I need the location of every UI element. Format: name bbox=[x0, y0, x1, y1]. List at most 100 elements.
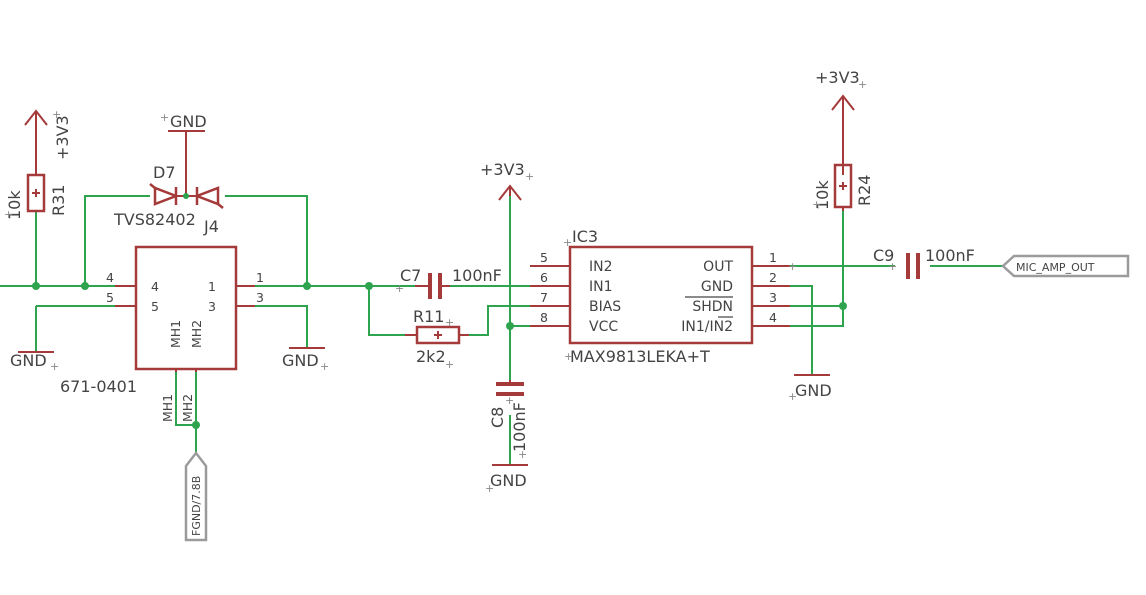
jack-ref: 671-0401 bbox=[60, 377, 137, 396]
ic-pin-num: 7 bbox=[540, 290, 548, 305]
jack-inner-label: 5 bbox=[151, 299, 159, 314]
r11-ref: R11 bbox=[413, 307, 444, 326]
capacitor-c7: C7 100nF + bbox=[395, 266, 502, 299]
r31-value: 10k bbox=[5, 190, 24, 220]
jack-mh-inner: MH2 bbox=[189, 320, 204, 348]
power-3v3-right: +3V3 + bbox=[815, 68, 867, 165]
origin-mark: + bbox=[788, 260, 797, 273]
jack-pin-num: 3 bbox=[256, 290, 264, 305]
gnd-left: GND + bbox=[10, 351, 59, 373]
gnd-label: GND bbox=[170, 112, 207, 131]
resistor-r11: R11 2k2 + + bbox=[405, 307, 469, 371]
ic-pin-name: SHDN bbox=[692, 299, 733, 315]
ic-pin-num: 6 bbox=[540, 270, 548, 285]
junction-dot bbox=[506, 322, 514, 330]
c8-value: 100nF bbox=[510, 402, 529, 452]
d7-value: TVS82402 bbox=[113, 210, 196, 229]
junction-dot bbox=[192, 421, 200, 429]
ic-pin-num: 2 bbox=[769, 270, 777, 285]
origin-mark: + bbox=[395, 282, 404, 295]
origin-mark: + bbox=[525, 170, 534, 183]
gnd-label: GND bbox=[490, 471, 527, 490]
junction-dot bbox=[365, 282, 373, 290]
ic-pin-num: 1 bbox=[769, 250, 777, 265]
power-label: +3V3 bbox=[53, 115, 72, 160]
c9-value: 100nF bbox=[925, 246, 975, 265]
wire-r11-bias bbox=[469, 305, 550, 336]
ic-pin-name: IN2 bbox=[589, 259, 613, 275]
power-3v3-left: +3V3 + bbox=[24, 108, 72, 165]
diode-d7: D7 TVS82402 J4 bbox=[113, 163, 224, 236]
gnd-right: GND + bbox=[788, 374, 832, 403]
wire-gnd-pin2 bbox=[790, 285, 813, 375]
wire-d7-right bbox=[225, 195, 308, 286]
mic-amp-out-flag: MIC_AMP_OUT bbox=[1001, 254, 1130, 278]
junction-dot bbox=[303, 282, 311, 290]
jack-671-0401: 4 5 1 3 4 5 1 3 MH1 MH2 MH1 MH2 671-0401 bbox=[60, 245, 264, 422]
power-label: +3V3 bbox=[480, 160, 525, 179]
jack-inner-label: 3 bbox=[208, 299, 216, 314]
ic-pin-name: IN1/IN2 bbox=[681, 319, 733, 335]
c7-ref: C7 bbox=[400, 266, 421, 285]
origin-mark: + bbox=[812, 198, 821, 211]
d7-ref: D7 bbox=[153, 163, 176, 182]
origin-mark: + bbox=[445, 358, 454, 371]
wire-mh1 bbox=[175, 369, 196, 426]
jack-inner-label: 4 bbox=[151, 279, 159, 294]
c7-value: 100nF bbox=[452, 266, 502, 285]
r31-ref: R31 bbox=[49, 185, 68, 216]
origin-mark: + bbox=[564, 350, 573, 363]
jack-pin-num: 1 bbox=[256, 270, 264, 285]
origin-mark: + bbox=[50, 360, 59, 373]
ic3-value: MAX9813LEKA+T bbox=[570, 347, 710, 366]
c9-ref: C9 bbox=[873, 246, 894, 265]
ic-ic3: 5 6 7 8 IN2 IN1 BIAS VCC 1 2 3 4 OUT GND… bbox=[530, 227, 797, 366]
junction-dot bbox=[839, 302, 847, 310]
jack-pin-num: 5 bbox=[106, 290, 114, 305]
fgnd-label: FGND/7.8B bbox=[190, 476, 203, 536]
ic-pin-name: BIAS bbox=[589, 299, 621, 315]
origin-mark: + bbox=[788, 390, 797, 403]
ic-pin-name: GND bbox=[701, 279, 733, 295]
origin-mark: + bbox=[888, 260, 897, 273]
wire-to-r11 bbox=[368, 286, 405, 336]
ic-pin-name: IN1 bbox=[589, 279, 613, 295]
ic-pin-num: 8 bbox=[540, 310, 548, 325]
d7-extra: J4 bbox=[203, 217, 219, 236]
r11-value: 2k2 bbox=[416, 347, 446, 366]
origin-mark: + bbox=[858, 78, 867, 91]
origin-mark: + bbox=[505, 394, 514, 407]
gnd-c8: GND + bbox=[485, 464, 528, 495]
origin-mark: + bbox=[320, 360, 329, 373]
ic3-ref: IC3 bbox=[572, 227, 598, 246]
wire-pin4-r24 bbox=[790, 211, 844, 327]
gnd-label: GND bbox=[795, 381, 832, 400]
capacitor-c8: C8 100nF + + bbox=[488, 380, 529, 461]
jack-inner-label: 1 bbox=[208, 279, 216, 294]
origin-mark: + bbox=[563, 236, 572, 249]
capacitor-c9: C9 100nF + bbox=[873, 246, 975, 279]
gnd-jack-pin3: GND + bbox=[282, 347, 329, 373]
fgnd-flag: FGND/7.8B bbox=[184, 450, 208, 542]
ic-pin-num: 3 bbox=[769, 290, 777, 305]
origin-mark: + bbox=[52, 108, 61, 121]
gnd-top: GND + bbox=[160, 111, 207, 196]
origin-mark: + bbox=[4, 208, 13, 221]
jack-mh-inner: MH1 bbox=[168, 320, 183, 348]
mic-out-label: MIC_AMP_OUT bbox=[1016, 261, 1095, 274]
r24-value: 10k bbox=[813, 180, 832, 210]
gnd-label: GND bbox=[10, 351, 47, 370]
wire-d7-left bbox=[84, 195, 150, 286]
r24-ref: R24 bbox=[855, 175, 874, 206]
origin-mark: + bbox=[160, 111, 169, 124]
jack-mh-outer: MH2 bbox=[180, 394, 195, 422]
power-label: +3V3 bbox=[815, 68, 860, 87]
origin-mark: + bbox=[445, 316, 454, 329]
power-3v3-middle: +3V3 + bbox=[480, 160, 534, 201]
resistor-r31: 10k R31 + bbox=[4, 165, 68, 221]
resistor-r24: 10k R24 + bbox=[812, 163, 874, 211]
origin-mark: + bbox=[485, 482, 494, 495]
junction-dot bbox=[81, 282, 89, 290]
junctions bbox=[32, 282, 847, 429]
gnd-label: GND bbox=[282, 351, 319, 370]
